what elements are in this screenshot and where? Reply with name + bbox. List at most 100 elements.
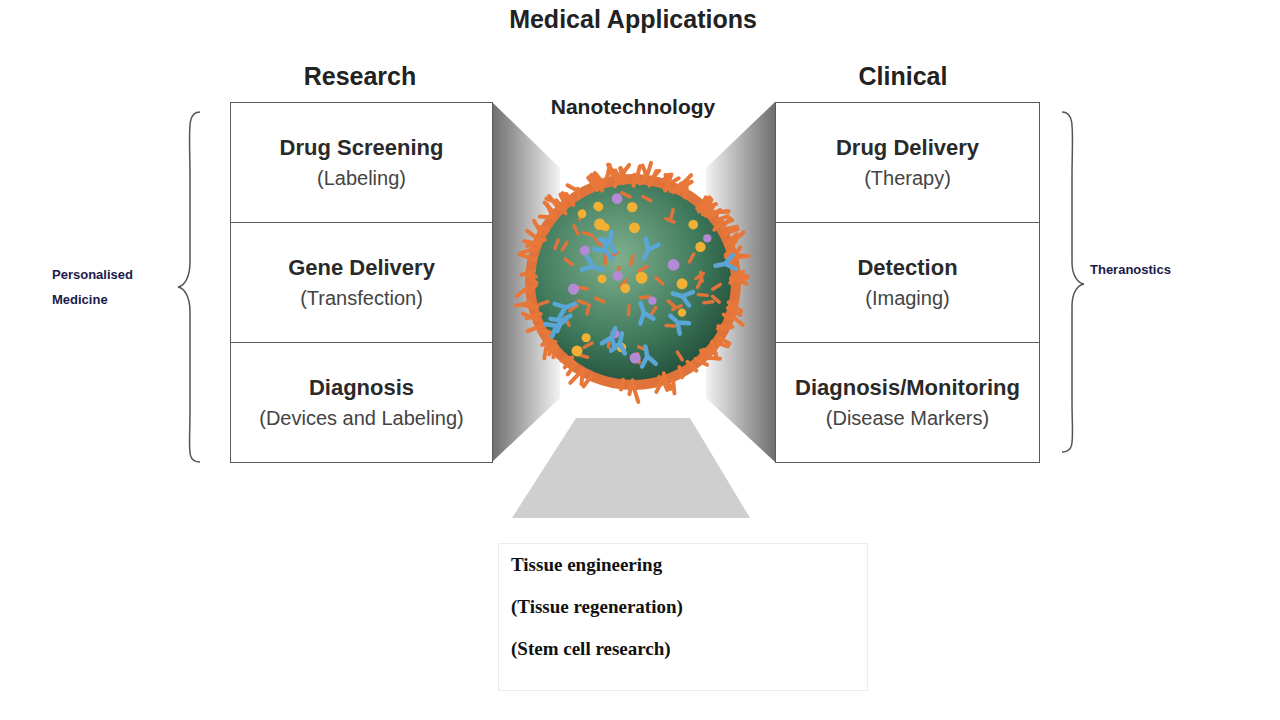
box-subtitle: (Transfection) [300,287,423,310]
lipid-strand [677,352,682,360]
lipid-strand [656,278,663,284]
lipid-strand [546,333,548,341]
box-heading: Gene Delivery [288,255,435,281]
payload-dot [648,297,656,305]
lipid-strand [621,380,623,390]
lipid-strand [664,373,667,385]
lipid-strand [622,193,630,197]
particle-core [535,184,731,380]
pedestal [512,418,750,518]
lipid-strand [718,324,732,329]
lipid-strand [668,301,675,307]
lipid-strand [703,213,714,214]
lipid-strand [701,350,703,358]
payload-dot [703,234,711,242]
lipid-strand [583,233,592,235]
payload-dot [593,202,602,211]
payload-dot [598,274,607,283]
lipid-strand [549,196,559,209]
box-subtitle: (Stem cell research) [511,638,671,660]
lipid-strand [596,174,603,182]
box-subtitle: (Labeling) [317,167,406,190]
lipid-strand [673,306,681,310]
box-subtitle: (Imaging) [865,287,949,310]
bracket [178,112,200,462]
lipid-strand [665,175,670,191]
lipid-strand [519,254,535,259]
antibody [555,297,578,317]
application-box: Drug Screening (Labeling) [230,102,493,223]
lipid-strand [687,362,696,371]
lipid-strand [689,254,693,262]
lipid-strand [565,361,573,367]
particle-shell [525,174,741,390]
antibody [666,311,689,334]
lipid-strand [584,343,592,347]
lipid-strand [702,197,709,204]
lipid-strand [578,189,579,198]
lipid-strand [553,346,556,358]
lipid-strand [587,305,589,314]
lipid-strand [584,375,592,386]
lipid-strand [665,183,671,190]
lipid-strand [717,216,728,220]
lipid-strand [523,314,539,320]
lipid-strand [540,331,550,332]
antibody [582,257,605,277]
payload-dot [695,242,705,252]
lipid-strand [574,226,578,234]
lipid-strand [647,163,651,177]
lipid-strand [631,256,633,265]
antibody-arm [582,257,605,277]
lipid-strand [695,359,707,365]
column-heading: Research [304,62,417,91]
antibody [714,255,735,272]
antibody [634,301,654,324]
lipid-strand [674,180,687,189]
center-label: Nanotechnology [551,95,716,119]
box-heading: Detection [857,255,957,281]
antibody-arm [550,310,573,331]
lipid-strand [588,178,597,190]
lipid-strand [527,231,539,240]
bracket [1062,112,1084,452]
lipid-strand [685,188,687,197]
lipid-strand [535,240,545,242]
column-heading: Clinical [859,62,948,91]
lipid-strand [712,296,719,302]
lipid-strand [619,165,629,178]
lipid-strand [649,171,656,185]
lipid-strand [698,279,702,287]
application-box: Diagnosis/Monitoring (Disease Markers) [775,342,1040,463]
lipid-strand [570,371,581,383]
antibody-arm [599,232,621,255]
nanoparticle [516,163,749,402]
payload-dot [668,259,680,271]
lipid-strand [713,284,721,289]
lipid-strand [547,204,554,218]
lipid-strand [640,295,649,299]
box-heading: Drug Delivery [836,135,979,161]
payload-dot [621,284,631,294]
application-box: Detection (Imaging) [775,222,1040,343]
lipid-strand [731,276,745,278]
box-subtitle: (Disease Markers) [826,407,989,430]
antibody-arm [602,326,622,349]
box-heading: Tissue engineering [511,554,662,576]
lipid-strand [578,287,587,288]
payload-dot [572,345,583,356]
antibody-arm [555,297,578,317]
application-box: Gene Delivery (Transfection) [230,222,493,343]
lipid-strand [712,342,717,358]
box-heading: Diagnosis/Monitoring [795,375,1020,401]
lipid-strand [666,174,672,190]
antibody [638,239,659,262]
box-heading: Drug Screening [280,135,444,161]
lipid-strand [718,343,728,346]
payload-dot [630,353,641,364]
payload-dot [629,222,640,233]
lipid-strand [666,324,675,328]
lipid-strand [639,266,647,271]
application-box: Diagnosis(Devices and Labeling) [230,342,493,463]
box-subtitle: (Devices and Labeling) [259,407,464,430]
